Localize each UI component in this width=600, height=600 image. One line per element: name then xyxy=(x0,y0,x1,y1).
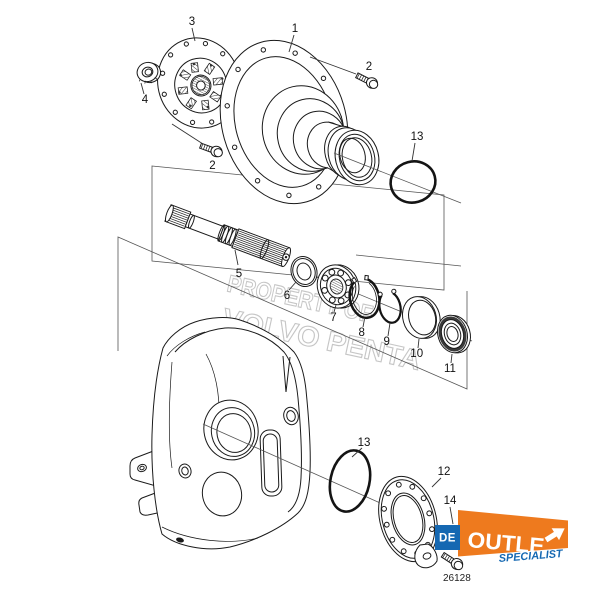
part-2-bolt-mid xyxy=(198,142,223,158)
part-4-nut xyxy=(136,61,162,84)
callout-12: 12 xyxy=(438,466,451,478)
callout-4: 4 xyxy=(142,94,149,106)
callout-7: 7 xyxy=(330,312,336,324)
logo-de-square xyxy=(435,525,460,550)
callout-leaders xyxy=(140,27,453,488)
northeast-arrow-icon xyxy=(544,528,565,543)
callout-3: 3 xyxy=(189,16,195,28)
callout-2-mid: 2 xyxy=(209,160,215,172)
frame-upper xyxy=(151,165,445,291)
part-13-oring-top xyxy=(389,160,437,204)
callout-5: 5 xyxy=(236,268,242,280)
part-5-shaft xyxy=(164,204,292,268)
part-9-snap-ring xyxy=(377,288,402,324)
callout-11: 11 xyxy=(444,363,456,375)
part-14-bolt xyxy=(440,551,464,571)
part-10-spacer-ring xyxy=(402,296,441,339)
part-11-bearing xyxy=(437,314,471,354)
logo-de-label: DE xyxy=(439,533,456,545)
callout-14: 14 xyxy=(444,495,457,507)
callout-6: 6 xyxy=(284,290,290,302)
callout-1: 1 xyxy=(292,23,298,35)
logo-banner xyxy=(458,510,568,557)
spring-windows xyxy=(177,62,224,111)
axis-line-upper xyxy=(333,152,462,204)
callout-labels: 3 1 2 4 2 13 5 6 7 8 9 10 11 13 12 14 xyxy=(142,16,457,507)
leader-14 xyxy=(449,506,454,525)
part-1-drive-flange xyxy=(219,39,380,205)
dealer-logo: OUTLE DE SPECIALIST xyxy=(435,510,568,565)
part-13-oring-bottom xyxy=(328,449,372,513)
callout-13-top: 13 xyxy=(411,131,424,143)
callout-13-bottom: 13 xyxy=(358,437,371,449)
flange-ear-hole xyxy=(422,552,432,560)
part-8-circlip xyxy=(348,274,381,320)
gear-housing xyxy=(129,317,311,550)
callout-2-top: 2 xyxy=(366,61,372,73)
logo-specialist-label: SPECIALIST xyxy=(498,548,564,565)
callout-8: 8 xyxy=(358,327,364,339)
part-2-bolt-top xyxy=(355,72,379,89)
callout-9: 9 xyxy=(383,336,389,348)
drawing-number: 26128 xyxy=(443,573,471,584)
callout-10: 10 xyxy=(410,348,423,360)
part-6-washer xyxy=(290,256,318,287)
frame-line-extra xyxy=(355,254,462,267)
